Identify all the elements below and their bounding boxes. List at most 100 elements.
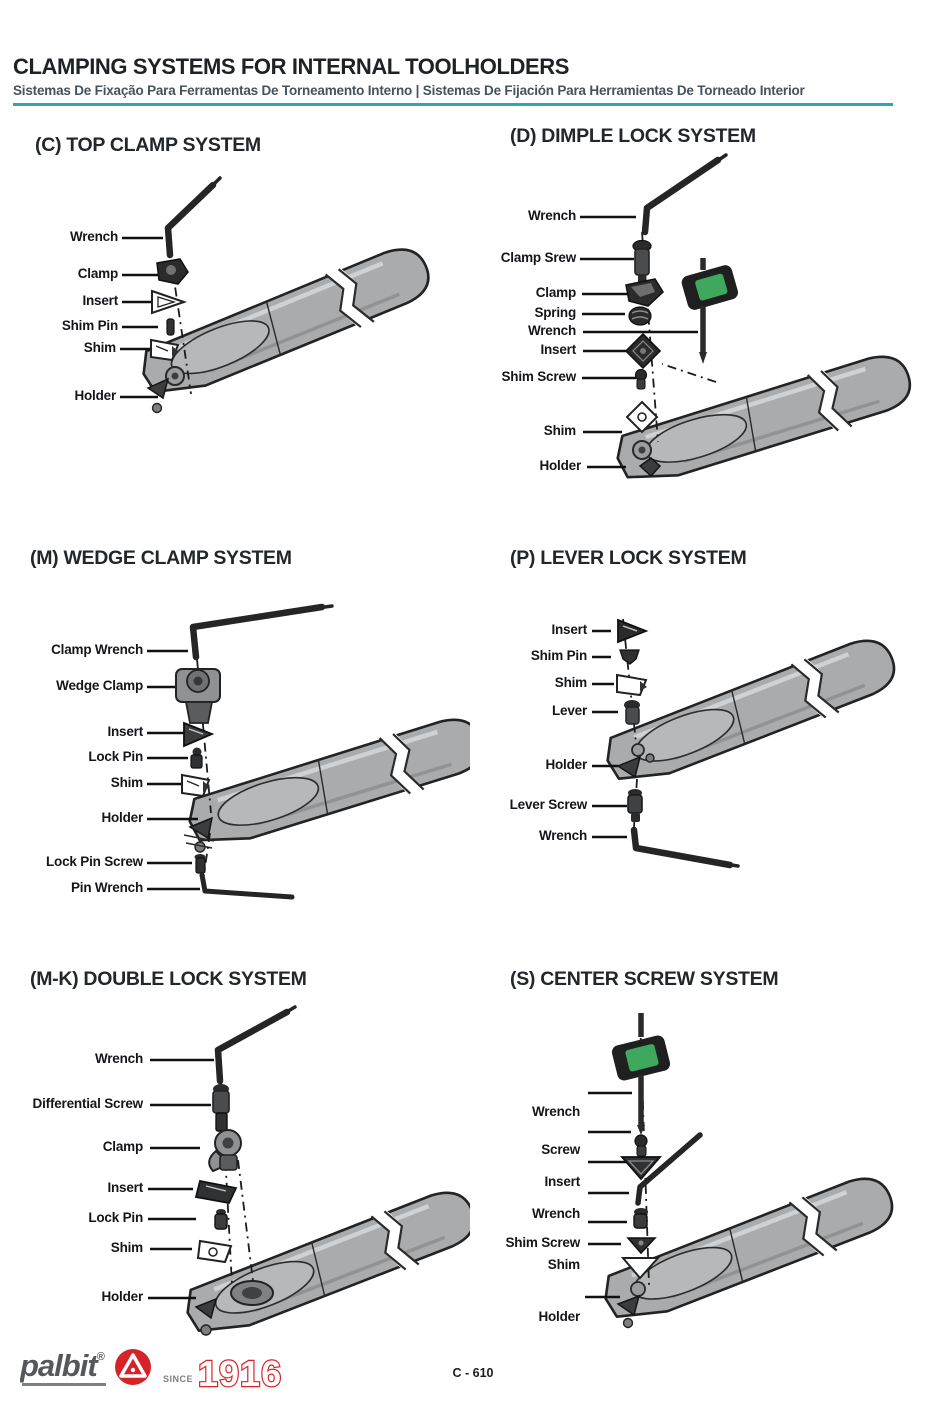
leader-lines xyxy=(580,215,698,469)
clamp-wrench xyxy=(189,603,334,661)
label-insert: Insert xyxy=(107,1180,143,1195)
diagram-title: (P) LEVER LOCK SYSTEM xyxy=(510,547,747,569)
assembly-axis-lower xyxy=(202,832,211,882)
screw xyxy=(634,1134,648,1157)
label-wrench-2: Wrench xyxy=(531,1206,580,1221)
wrench xyxy=(630,826,740,869)
shim-pin xyxy=(619,649,640,665)
label-shim-screw: Shim Screw xyxy=(505,1235,580,1250)
leader-lines xyxy=(147,649,200,891)
label-clamp-screw: Clamp Srew xyxy=(500,250,576,265)
lock-pin-screw xyxy=(194,854,206,874)
wrench xyxy=(641,153,728,236)
shim-pin xyxy=(166,318,175,336)
since-1916-mark: SINCE 1916 xyxy=(163,1352,282,1395)
diagram-dimple-lock-system: (D) DIMPLE LOCK SYSTEM xyxy=(470,120,947,530)
page-subtitle: Sistemas De Fixação Para Ferramentas De … xyxy=(13,83,805,98)
lever-screw xyxy=(627,789,643,822)
label-shim: Shim xyxy=(554,675,587,690)
diagram-top-clamp-illustration xyxy=(120,176,470,530)
diagram-title: (M-K) DOUBLE LOCK SYSTEM xyxy=(30,968,307,990)
shim-screw xyxy=(626,1237,657,1255)
label-lever-screw: Lever Screw xyxy=(509,797,588,812)
insert xyxy=(620,1156,662,1181)
shim xyxy=(150,338,180,362)
label-insert: Insert xyxy=(82,293,118,308)
label-clamp: Clamp xyxy=(77,266,118,281)
diagram-center-screw-system: (S) CENTER SCREW SYSTEM xyxy=(470,955,947,1385)
leader-lines xyxy=(592,629,627,839)
diagram-title: (C) TOP CLAMP SYSTEM xyxy=(35,134,261,156)
holder xyxy=(178,1179,470,1351)
label-lock-pin: Lock Pin xyxy=(88,1210,143,1225)
torx-wrench xyxy=(681,258,739,364)
svg-text:palbit®: palbit® xyxy=(20,1348,106,1383)
diagram-title: (S) CENTER SCREW SYSTEM xyxy=(510,968,779,990)
clamp-screw xyxy=(632,239,652,283)
insert xyxy=(617,618,649,644)
svg-text:1916: 1916 xyxy=(198,1353,282,1394)
shim xyxy=(625,400,659,434)
clamp xyxy=(208,1129,242,1173)
label-shim: Shim xyxy=(83,340,116,355)
diagram-title: (M) WEDGE CLAMP SYSTEM xyxy=(30,547,292,569)
holder xyxy=(596,1165,902,1337)
label-wrench: Wrench xyxy=(69,229,118,244)
label-wrench: Wrench xyxy=(94,1051,143,1066)
label-shim-pin: Shim Pin xyxy=(61,318,118,333)
clamp xyxy=(625,278,664,307)
diagram-double-lock-illustration xyxy=(148,1005,470,1385)
holder xyxy=(182,707,470,860)
diagram-double-lock-system: (M-K) DOUBLE LOCK SYSTEM xyxy=(0,955,470,1385)
torx-wrench xyxy=(611,1013,671,1135)
label-clamp: Clamp xyxy=(535,285,576,300)
label-insert: Insert xyxy=(544,1174,580,1189)
holder xyxy=(598,627,904,799)
pin-wrench xyxy=(199,872,295,900)
l-wrench xyxy=(635,1132,703,1206)
label-holder: Holder xyxy=(101,1289,143,1304)
wrench-guide-line xyxy=(661,363,717,383)
shim xyxy=(181,773,211,798)
label-holder: Holder xyxy=(74,388,116,403)
diagram-dimple-lock-illustration xyxy=(580,153,947,530)
label-holder: Holder xyxy=(538,1309,580,1324)
label-shim-screw: Shim Screw xyxy=(501,369,576,384)
palbit-wordmark: palbit® xyxy=(20,1348,107,1386)
label-lock-pin: Lock Pin xyxy=(88,749,143,764)
leader-lines xyxy=(585,1091,632,1299)
holder xyxy=(134,236,440,413)
diagram-lever-lock-system: (P) LEVER LOCK SYSTEM xyxy=(470,535,947,955)
insert xyxy=(624,332,662,370)
diagram-top-clamp-system: (C) TOP CLAMP SYSTEM xyxy=(0,120,470,530)
label-shim: Shim xyxy=(543,423,576,438)
label-wedge-clamp: Wedge Clamp xyxy=(56,678,143,693)
label-wrench: Wrench xyxy=(531,1104,580,1119)
shim xyxy=(620,1257,661,1280)
label-holder: Holder xyxy=(539,458,581,473)
label-shim: Shim xyxy=(110,1240,143,1255)
palbit-emblem-icon xyxy=(115,1349,151,1385)
label-spring: Spring xyxy=(534,305,576,320)
diagram-wedge-clamp-system: (M) WEDGE CLAMP SYSTEM xyxy=(0,535,470,955)
label-wrench: Wrench xyxy=(538,828,587,843)
wrench xyxy=(164,176,222,259)
label-insert: Insert xyxy=(107,724,143,739)
label-lock-pin-screw: Lock Pin Screw xyxy=(46,854,143,869)
diagram-wedge-clamp-illustration xyxy=(147,603,470,900)
diagram-center-screw-illustration xyxy=(585,1013,947,1385)
shim xyxy=(196,1239,233,1264)
clamp xyxy=(156,258,189,285)
label-shim: Shim xyxy=(110,775,143,790)
label-clamp-wrench: Clamp Wrench xyxy=(51,642,143,657)
label-lever: Lever xyxy=(551,703,587,718)
label-wrench: Wrench xyxy=(527,208,576,223)
lock-pin xyxy=(214,1209,228,1230)
page-title: CLAMPING SYSTEMS FOR INTERNAL TOOLHOLDER… xyxy=(13,54,570,79)
diagram-title: (D) DIMPLE LOCK SYSTEM xyxy=(510,125,756,147)
page-number: C - 610 xyxy=(452,1366,494,1380)
holder xyxy=(610,344,919,497)
shim-screw xyxy=(634,368,648,390)
label-insert: Insert xyxy=(551,622,587,637)
